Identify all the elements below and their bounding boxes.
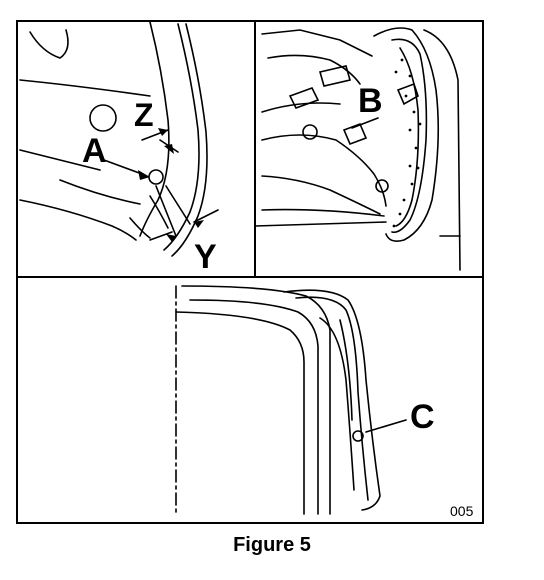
panel-top-left-arrowheads — [138, 128, 204, 242]
label-z: Z — [134, 97, 154, 133]
panel-top-left-drawing — [19, 21, 219, 257]
panel-bottom-drawing — [175, 285, 407, 517]
label-a: A — [82, 132, 107, 170]
panel-frames — [16, 20, 484, 524]
label-y: Y — [194, 238, 217, 276]
panel-top-right-drawing — [254, 27, 461, 271]
label-b: B — [358, 82, 383, 120]
panel-top-right-stipple — [392, 58, 422, 228]
panel-code: 005 — [450, 503, 474, 519]
figure-caption: Figure 5 — [233, 534, 311, 556]
label-c: C — [410, 398, 435, 436]
